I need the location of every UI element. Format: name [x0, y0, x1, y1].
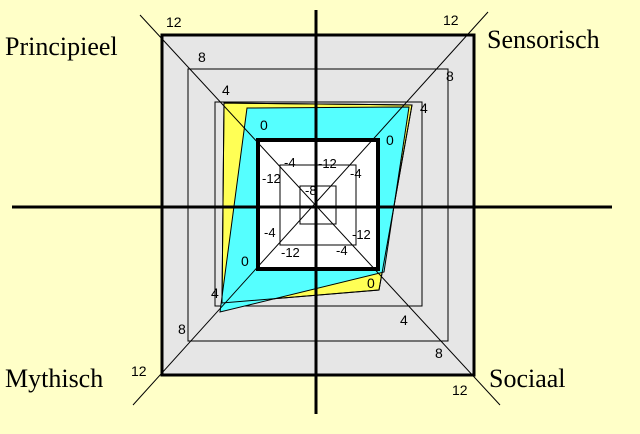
series-yellow-outline: [221, 102, 413, 304]
diagonal-axis-main: [139, 14, 501, 406]
scale-tl-minus12: -12: [262, 171, 281, 186]
scale-br-minus12: -12: [352, 227, 371, 242]
grid-square-4: [214, 101, 423, 307]
scale-bl-8: 8: [178, 321, 186, 337]
grid-square-minus8: [299, 185, 337, 225]
scale-tr-minus12: -12: [318, 156, 337, 171]
scale-tr-minus4: -4: [350, 166, 362, 181]
scale-br-8: 8: [435, 345, 443, 361]
label-mythisch: Mythisch: [5, 364, 103, 393]
scale-tl-8: 8: [198, 49, 206, 65]
scale-bl-4: 4: [211, 285, 219, 301]
scale-bl-minus12: -12: [281, 245, 300, 260]
scale-tl-minus4: -4: [284, 155, 296, 170]
grid-square-minus4: [279, 164, 357, 246]
scale-tr-4: 4: [420, 100, 428, 116]
label-sociaal: Sociaal: [489, 364, 566, 393]
grid-square-8: [187, 68, 449, 342]
zero-square: [256, 138, 380, 271]
scale-tl-12: 12: [166, 14, 182, 30]
scale-br-minus4: -4: [336, 243, 348, 258]
scale-br-12: 12: [452, 382, 468, 398]
scale-br-4: 4: [400, 312, 408, 328]
scale-br-0: 0: [367, 275, 375, 291]
scale-tr-8: 8: [446, 68, 454, 84]
label-sensorisch: Sensorisch: [487, 25, 600, 54]
label-principieel: Principieel: [5, 32, 118, 61]
scale-tr-12: 12: [443, 12, 459, 28]
scale-bl-12: 12: [131, 363, 147, 379]
scale-bl-0: 0: [241, 253, 249, 269]
scale-tl-0: 0: [260, 117, 268, 133]
scale-tl-4: 4: [222, 82, 230, 98]
scale-center-minus8: -8: [305, 183, 317, 198]
scale-tr-0: 0: [386, 132, 394, 148]
scale-bl-minus4: -4: [264, 225, 276, 240]
